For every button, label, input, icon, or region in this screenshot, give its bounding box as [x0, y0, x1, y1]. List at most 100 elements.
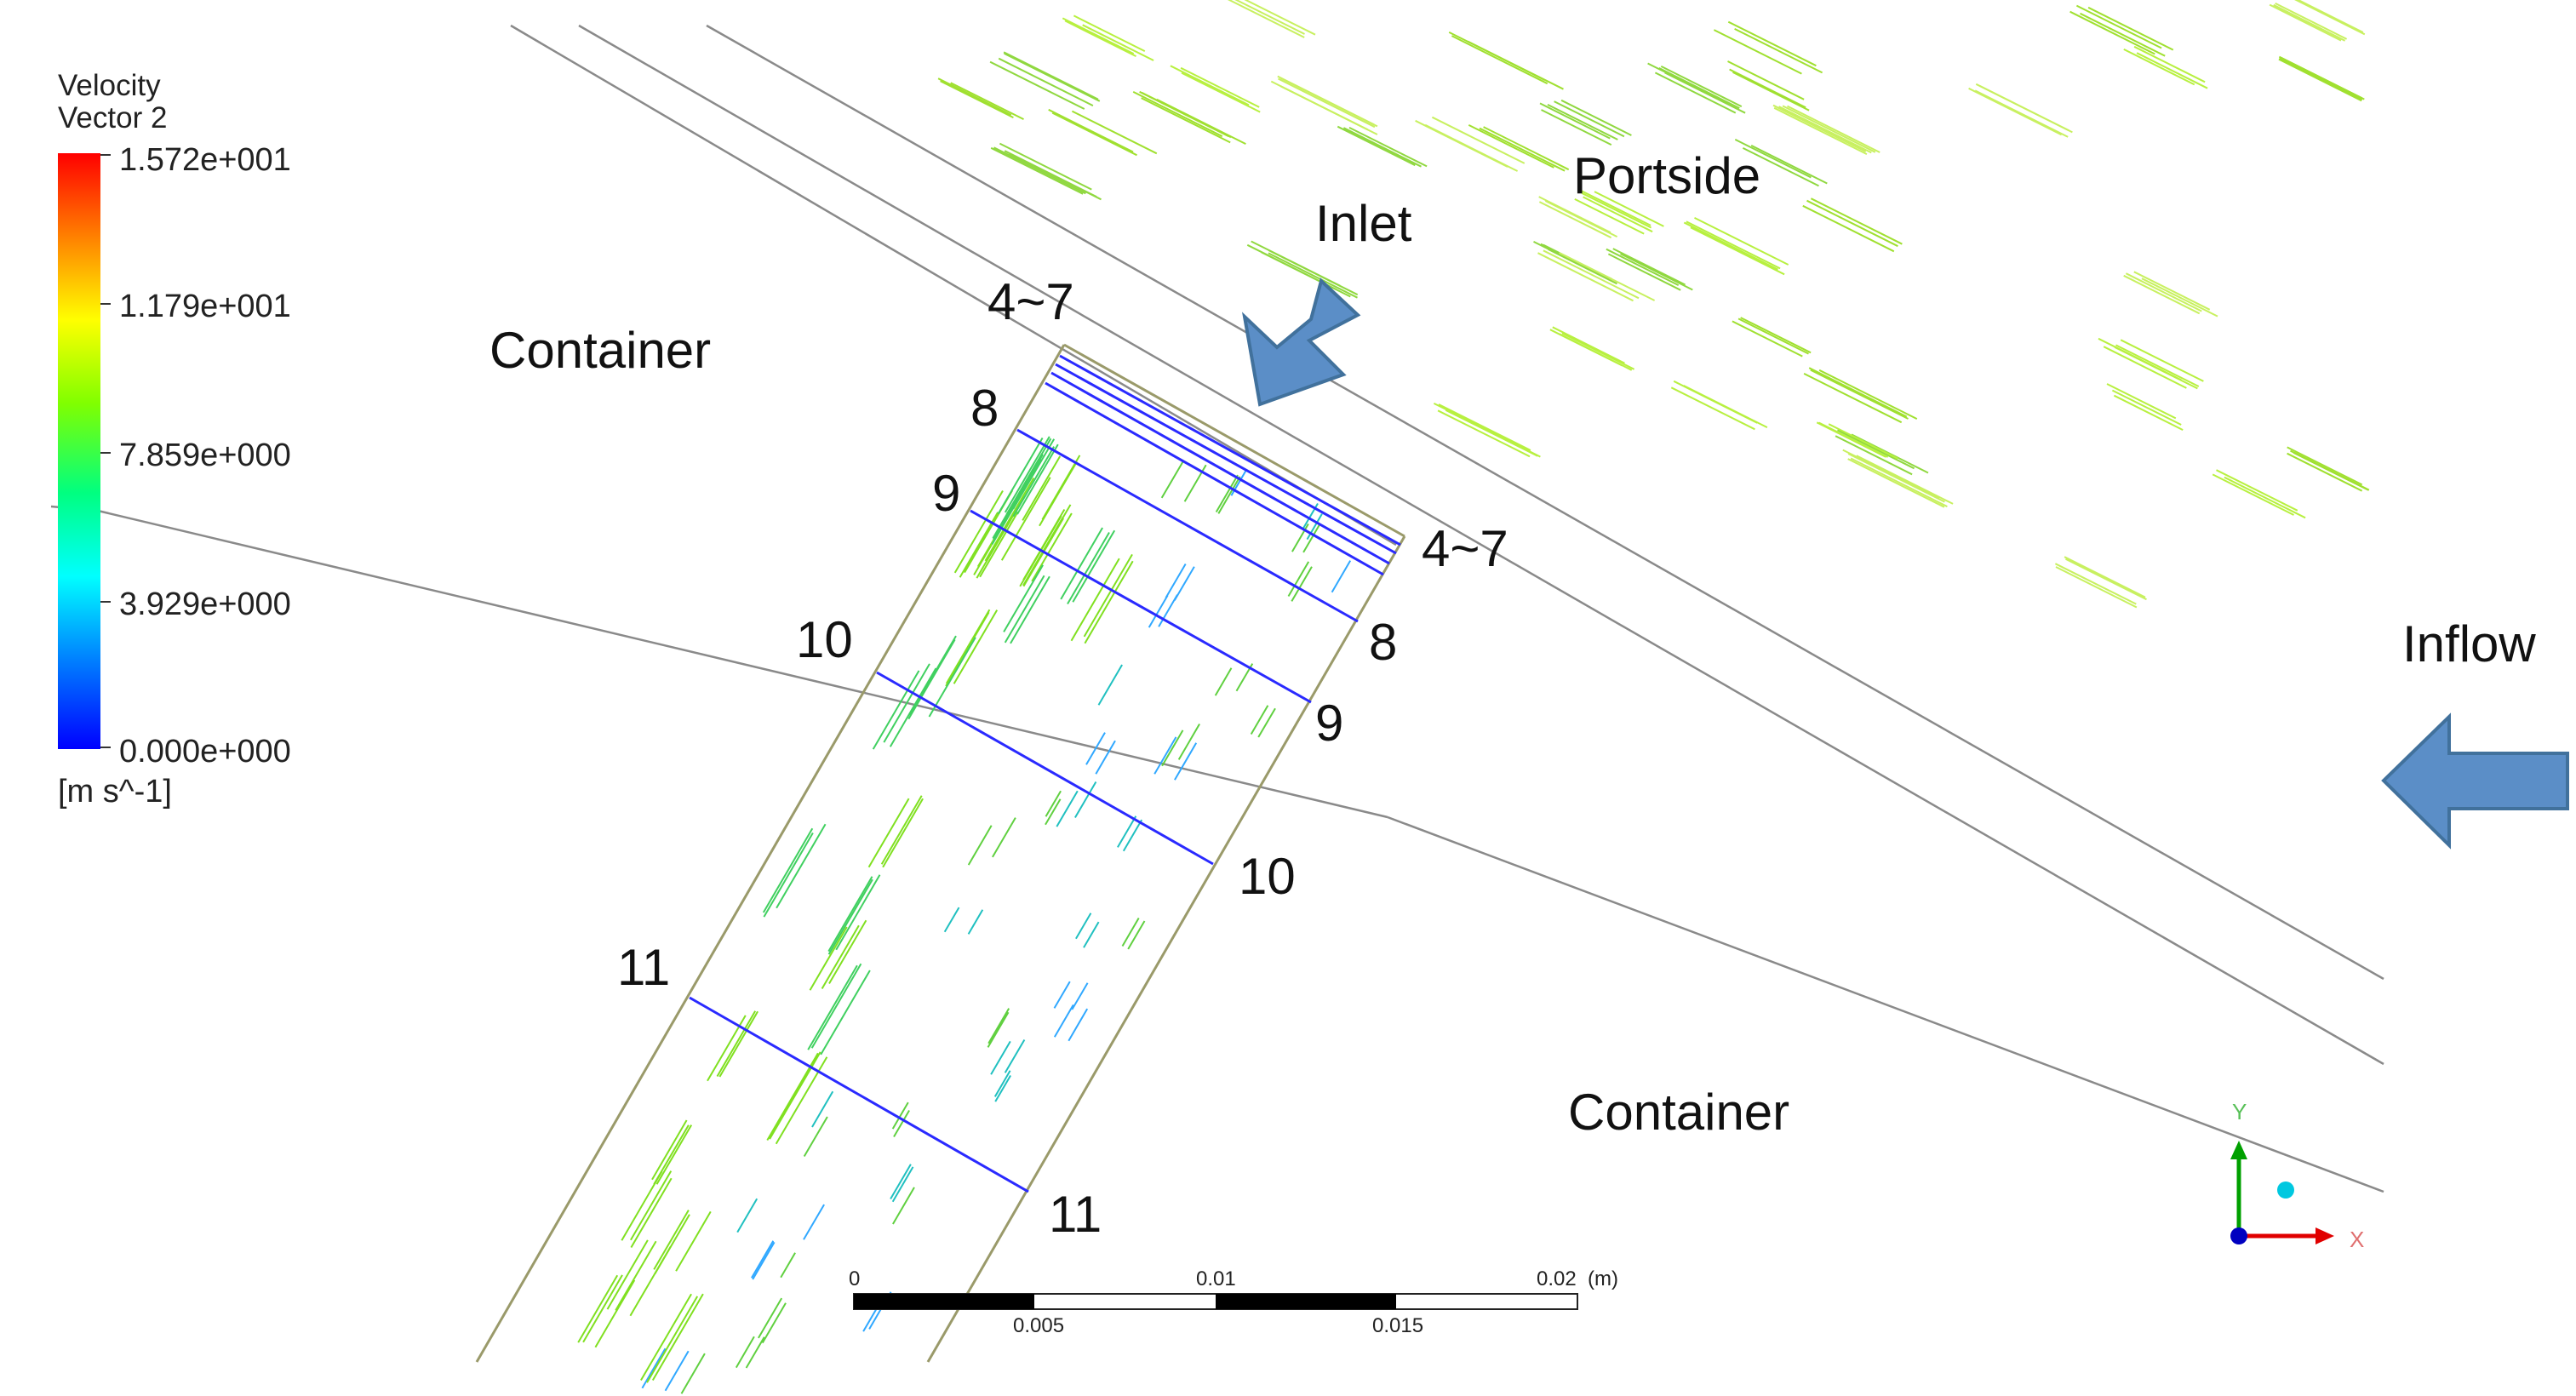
velocity-vector	[891, 1101, 909, 1130]
velocity-vector	[653, 1210, 690, 1270]
velocity-vector	[1071, 110, 1158, 155]
plane-label-right-4-7: 4~7	[1422, 520, 1508, 577]
velocity-vector	[1183, 464, 1207, 502]
velocity-vector	[762, 827, 814, 913]
velocity-vector	[989, 60, 1085, 110]
velocity-vector	[1082, 24, 1154, 61]
velocity-vector	[1670, 386, 1755, 431]
velocity-vector	[1068, 1008, 1089, 1042]
velocity-vector	[1732, 72, 1810, 112]
velocity-vector	[1004, 150, 1097, 198]
velocity-vector	[651, 1119, 688, 1181]
velocity-vector	[953, 609, 999, 684]
velocity-vector	[1004, 436, 1050, 513]
velocity-vector	[835, 874, 881, 951]
velocity-vector	[1543, 249, 1640, 300]
velocity-vector	[821, 924, 860, 990]
velocity-vector	[1215, 474, 1239, 513]
velocity-vector	[1828, 423, 1898, 460]
velocity-vector	[758, 1297, 783, 1339]
velocity-vector	[803, 1116, 828, 1158]
velocity-vector	[1581, 192, 1652, 229]
velocity-vector	[967, 825, 993, 866]
velocity-vector	[1810, 369, 1909, 420]
velocity-vector	[1153, 736, 1177, 775]
velocity-vector	[1004, 1038, 1026, 1073]
velocity-vector	[1257, 707, 1276, 738]
velocity-vector	[1161, 729, 1184, 767]
velocity-vector	[651, 1293, 704, 1382]
velocity-vector-field	[577, 0, 2370, 1394]
velocity-vector	[1607, 253, 1681, 291]
velocity-vector	[1574, 198, 1645, 235]
velocity-vector	[1750, 145, 1828, 185]
velocity-vector	[1181, 72, 1261, 113]
velocity-vector	[2269, 3, 2342, 42]
velocity-vector	[993, 454, 1044, 541]
velocity-vector	[1160, 461, 1184, 499]
velocity-vector	[2279, 57, 2363, 100]
velocity-vector	[1158, 594, 1178, 627]
velocity-vector	[1664, 72, 1746, 114]
velocity-vector	[2114, 346, 2198, 390]
velocity-vector	[1837, 429, 1915, 470]
velocity-vector	[1559, 333, 1633, 371]
velocity-vector	[594, 1279, 636, 1348]
velocity-vector	[1062, 17, 1135, 54]
velocity-vector	[655, 1124, 693, 1185]
legend-title-line2: Vector 2	[58, 101, 167, 134]
velocity-vector	[997, 437, 1044, 515]
velocity-vector	[1552, 326, 1625, 364]
legend-tick-4: 0.000e+000	[119, 734, 291, 770]
velocity-vector	[950, 82, 1024, 120]
velocity-vector	[1803, 373, 1903, 424]
velocity-vector	[998, 57, 1094, 106]
velocity-vector	[1174, 742, 1198, 781]
velocity-vector	[1539, 102, 1611, 140]
velocity-vector	[1560, 99, 1632, 136]
velocity-vector	[907, 638, 956, 720]
velocity-vector	[2275, 3, 2348, 40]
velocity-vector	[1277, 75, 1375, 126]
velocity-vector	[1561, 332, 1635, 370]
scale-bar: 0 0.01 0.02 (m) 0.005 0.015	[849, 1267, 1618, 1337]
velocity-vector	[606, 1239, 649, 1310]
velocity-vector	[1554, 100, 1625, 138]
plane-label-left-10: 10	[796, 611, 853, 668]
velocity-vector	[2136, 52, 2208, 89]
velocity-vector	[680, 1353, 706, 1394]
velocity-vector	[993, 146, 1086, 195]
velocity-vector	[807, 964, 858, 1050]
velocity-vector	[582, 1274, 623, 1343]
scale-unit: (m)	[1588, 1267, 1618, 1290]
velocity-vector	[1538, 201, 1612, 239]
region-label-container-bottom: Container	[1568, 1084, 1789, 1141]
velocity-vector	[1544, 200, 1618, 237]
axis-triad: Y X	[2230, 1099, 2364, 1252]
velocity-vector	[1005, 53, 1101, 102]
velocity-vector	[2290, 449, 2366, 489]
velocity-vector	[1732, 320, 1803, 358]
velocity-vector	[630, 1170, 673, 1241]
velocity-vector	[891, 1166, 914, 1203]
velocity-vector	[883, 663, 930, 743]
velocity-vector	[811, 1090, 834, 1128]
velocity-vector	[967, 909, 984, 935]
velocity-vector	[1083, 921, 1100, 948]
velocity-vector	[2133, 271, 2211, 311]
velocity-vector	[953, 489, 1004, 574]
velocity-vector	[810, 963, 862, 1049]
velocity-vector	[2064, 556, 2146, 598]
region-label-inflow: Inflow	[2402, 615, 2536, 672]
channel-wall-right	[926, 535, 1406, 1363]
velocity-vector	[1074, 781, 1097, 819]
velocity-vector	[1170, 65, 1250, 106]
portside-boundary-1	[510, 24, 1397, 546]
plane-label-right-11: 11	[1049, 1186, 1102, 1243]
velocity-vector	[1451, 35, 1548, 85]
velocity-vector	[2224, 476, 2306, 519]
velocity-vector	[2296, 0, 2364, 33]
velocity-vector	[1742, 147, 1819, 187]
portside-boundary-3	[706, 24, 2384, 981]
velocity-vector	[1686, 220, 1781, 270]
